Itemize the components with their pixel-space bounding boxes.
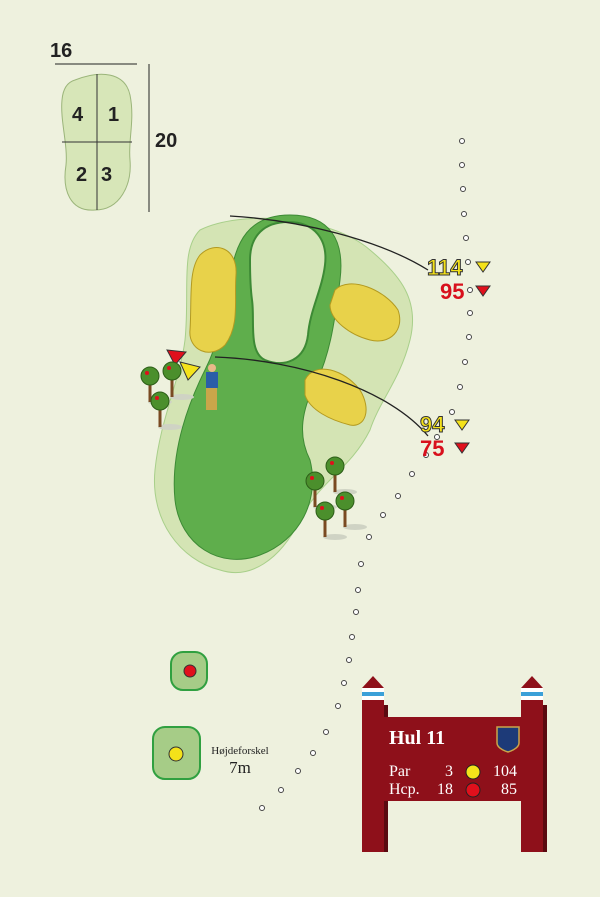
path-marker — [355, 587, 361, 593]
path-marker — [310, 750, 316, 756]
path-marker — [423, 452, 429, 458]
path-marker — [295, 768, 301, 774]
path-marker — [259, 805, 265, 811]
path-marker — [380, 512, 386, 518]
red-triangle-icon — [454, 442, 470, 454]
hcp-label: Hcp. — [389, 781, 420, 798]
path-marker — [358, 561, 364, 567]
bunker — [304, 368, 367, 426]
path-marker — [341, 680, 347, 686]
elevation-label: Højdeforskel — [211, 745, 269, 757]
path-marker — [353, 609, 359, 615]
path-marker — [349, 634, 355, 640]
path-marker — [461, 211, 467, 217]
hcp-value: 18 — [437, 781, 453, 798]
par-value: 3 — [445, 763, 453, 780]
bunker — [189, 247, 237, 353]
path-marker — [460, 186, 466, 192]
par-label: Par — [389, 763, 411, 780]
red-tee-marker — [183, 664, 197, 678]
yellow-triangle-icon — [454, 419, 470, 431]
tree-icon — [325, 456, 357, 495]
path-marker — [335, 703, 341, 709]
path-marker — [323, 729, 329, 735]
path-marker — [459, 138, 465, 144]
green-width: 16 — [50, 40, 73, 62]
path-marker — [457, 384, 463, 390]
yellow-tee-marker — [168, 746, 184, 762]
hole-sign: Hul 11 Par 3 Hcp. 18 104 85 — [383, 717, 525, 801]
path-marker — [466, 334, 472, 340]
bunker — [329, 283, 401, 342]
green-section: 4 — [72, 104, 84, 126]
tree-icon — [150, 391, 182, 430]
red-length: 85 — [501, 781, 517, 798]
path-marker — [467, 310, 473, 316]
tree-icon — [335, 491, 367, 530]
path-marker — [434, 434, 440, 440]
tree-icon — [162, 361, 194, 400]
elevation-value: 7m — [229, 758, 251, 777]
distance-red: 75 — [420, 436, 445, 461]
path-marker — [409, 471, 415, 477]
path-marker — [366, 534, 372, 540]
golfer-icon — [206, 364, 218, 410]
path-marker — [346, 657, 352, 663]
path-marker — [462, 359, 468, 365]
red-tee-icon — [465, 782, 481, 798]
path-marker — [467, 287, 473, 293]
green-section: 1 — [108, 104, 120, 126]
red-flag-icon — [166, 349, 187, 366]
distance-red: 95 — [440, 279, 465, 304]
path-marker — [465, 259, 471, 265]
yellow-length: 104 — [493, 763, 517, 780]
path-marker — [463, 235, 469, 241]
path-marker — [459, 162, 465, 168]
green-diagram — [55, 63, 150, 212]
green-depth: 20 — [155, 130, 178, 152]
path-marker — [395, 493, 401, 499]
path-marker — [449, 409, 455, 415]
yellow-flag-icon — [179, 361, 201, 381]
distance-yellow: 114 — [427, 255, 463, 280]
hole-title: Hul 11 — [389, 727, 446, 749]
distance-yellow: 94 — [419, 412, 445, 437]
club-logo-icon — [496, 726, 520, 753]
green-section: 3 — [101, 164, 113, 186]
yellow-triangle-icon — [475, 261, 491, 273]
red-triangle-icon — [475, 285, 491, 297]
green-section: 2 — [76, 164, 88, 186]
yellow-tee-icon — [465, 764, 481, 780]
tree-icon — [315, 501, 347, 540]
path-marker — [278, 787, 284, 793]
